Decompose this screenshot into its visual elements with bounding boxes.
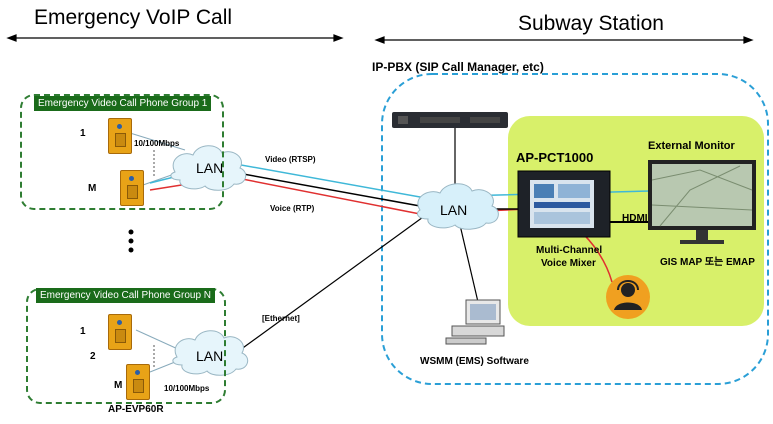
group-n-phone-2-label: 2 — [90, 351, 96, 362]
right-header: Subway Station — [518, 12, 664, 35]
group-1-lan-label: LAN — [196, 160, 224, 176]
left-header: Emergency VoIP Call — [34, 6, 233, 29]
phone-group-1 — [20, 94, 224, 210]
hdmi-label: HDMI — [622, 213, 648, 224]
wsmm-label: WSMM (EMS) Software — [420, 356, 529, 367]
ap-pct1000-device — [517, 170, 611, 238]
station-lan-label: LAN — [440, 202, 468, 218]
right-header-arrow — [374, 36, 754, 44]
emergency-phone-icon — [126, 364, 150, 400]
voice-rtp-label: Voice (RTP) — [270, 204, 315, 213]
lan-cloud-station — [416, 183, 499, 230]
group-n-phone-1-label: 1 — [80, 326, 86, 337]
station-frame — [381, 73, 769, 385]
group-1-phone-m-label: M — [88, 183, 97, 194]
emergency-phone-icon — [120, 170, 144, 206]
gis-map-label: GIS MAP 또는 EMAP — [660, 257, 755, 268]
group-n-lan-label: LAN — [196, 348, 224, 364]
group-n-speed: 10/100Mbps — [164, 384, 210, 393]
ethernet-line — [239, 211, 431, 351]
pc-workstation-icon — [445, 299, 505, 345]
emergency-phone-icon — [108, 118, 132, 154]
group-1-speed: 10/100Mbps — [134, 139, 180, 148]
operator-headset-icon — [606, 275, 650, 319]
mixer-label-line1: Multi-Channel — [536, 245, 603, 256]
external-monitor — [648, 160, 756, 244]
group-1-phone-1-label: 1 — [80, 128, 86, 139]
lan-cloud-group1 — [170, 145, 247, 191]
ethernet-label: [Ethernet] — [262, 314, 300, 323]
left-header-arrow — [6, 34, 344, 42]
group-n-title: Emergency Video Call Phone Group N — [36, 288, 216, 303]
device-model-label: AP-EVP60R — [108, 404, 164, 415]
lan-cloud-groupN — [172, 330, 249, 376]
video-rtsp-label: Video (RTSP) — [265, 155, 316, 164]
data-line — [231, 171, 421, 207]
ippbx-label: IP-PBX (SIP Call Manager, etc) — [372, 60, 544, 74]
ippbx-device — [392, 112, 508, 128]
ap-pct1000-label: AP-PCT1000 — [516, 150, 594, 165]
external-monitor-label: External Monitor — [648, 140, 735, 152]
emergency-phone-icon — [108, 314, 132, 350]
group-n-phone-m-label: M — [114, 380, 123, 391]
mixer-label-line2: Voice Mixer — [541, 258, 596, 269]
group-1-title: Emergency Video Call Phone Group 1 — [34, 96, 212, 111]
